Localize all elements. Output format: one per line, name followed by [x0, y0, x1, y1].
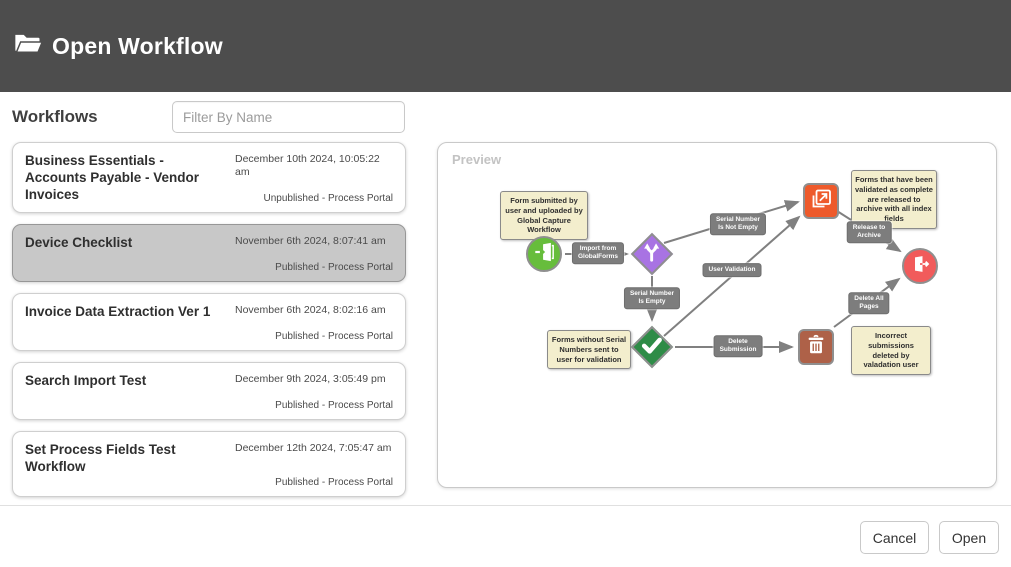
open-button[interactable]: Open [939, 521, 999, 554]
workflow-diagram: Form submitted by user and uploaded by G… [438, 143, 998, 489]
note-incorrect-submissions: Incorrect submissions deleted by valadat… [851, 326, 931, 375]
workflow-name: Business Essentials - Accounts Payable -… [25, 153, 200, 202]
validated-decision-node [630, 325, 674, 369]
edge-label-user-validation: User Validation [702, 263, 762, 277]
release-icon [809, 187, 833, 216]
edge-label-delete-pages: Delete All Pages [848, 292, 890, 314]
workflow-status: Published - Process Portal [275, 399, 393, 411]
preview-label: Preview [452, 152, 502, 167]
workflow-end-node [902, 248, 938, 284]
dialog-title: Open Workflow [52, 32, 223, 59]
workflow-name: Search Import Test [25, 372, 147, 388]
branch-decision-node [630, 232, 674, 276]
footer-divider [0, 505, 1011, 506]
edge-label-serial-not-empty: Serial Number Is Not Empty [709, 213, 767, 235]
workflow-status: Published - Process Portal [275, 261, 393, 273]
workflow-list-item[interactable]: Set Process Fields Test Workflow Decembe… [12, 430, 406, 497]
workflow-list-item[interactable]: Search Import Test December 9th 2024, 3:… [12, 361, 406, 420]
workflow-date: December 9th 2024, 3:05:49 pm [235, 372, 386, 385]
workflow-name: Invoice Data Extraction Ver 1 [25, 303, 211, 319]
import-icon [533, 241, 555, 268]
trash-icon [805, 334, 827, 361]
workflows-heading: Workflows [12, 107, 98, 126]
workflow-name: Device Checklist [25, 234, 133, 250]
edge-label-import: Import from GlobalForms [571, 242, 625, 264]
workflow-name: Set Process Fields Test Workflow [25, 441, 176, 474]
workflow-date: November 6th 2024, 8:07:41 am [235, 234, 386, 247]
workflow-date: November 6th 2024, 8:02:16 am [235, 303, 386, 316]
release-to-archive-node [803, 183, 839, 219]
filter-by-name-input[interactable] [172, 101, 405, 133]
edge-label-release-archive: Release to Archive [846, 221, 892, 243]
workflow-list-item-selected[interactable]: Device Checklist November 6th 2024, 8:07… [12, 223, 406, 282]
workflow-status: Unpublished - Process Portal [263, 192, 393, 204]
workflow-status: Published - Process Portal [275, 330, 393, 342]
preview-panel: Preview Form subm [437, 142, 997, 488]
branch-icon [641, 241, 663, 268]
note-forms-without-serial: Forms without Serial Numbers sent to use… [547, 330, 631, 370]
edge-label-delete-submission: Delete Submission [713, 335, 763, 357]
check-icon [640, 333, 664, 362]
dialog-header: Open Workflow [0, 0, 1011, 92]
trash-node [798, 329, 834, 365]
import-start-node [526, 236, 562, 272]
workflow-list-item[interactable]: Invoice Data Extraction Ver 1 November 6… [12, 292, 406, 351]
workflow-list-item[interactable]: Business Essentials - Accounts Payable -… [12, 142, 406, 213]
note-form-submitted: Form submitted by user and uploaded by G… [500, 191, 588, 240]
workflow-date: December 12th 2024, 7:05:47 am [235, 441, 392, 454]
cancel-button[interactable]: Cancel [860, 521, 929, 554]
workflow-status: Published - Process Portal [275, 476, 393, 488]
note-forms-validated: Forms that have been validated as comple… [851, 170, 937, 229]
workflow-list: Business Essentials - Accounts Payable -… [12, 142, 406, 508]
edge-label-serial-empty: Serial Number Is Empty [623, 287, 681, 309]
exit-icon [910, 254, 930, 279]
workflow-date: December 10th 2024, 10:05:22 am [235, 153, 380, 179]
folder-open-icon [14, 32, 42, 60]
